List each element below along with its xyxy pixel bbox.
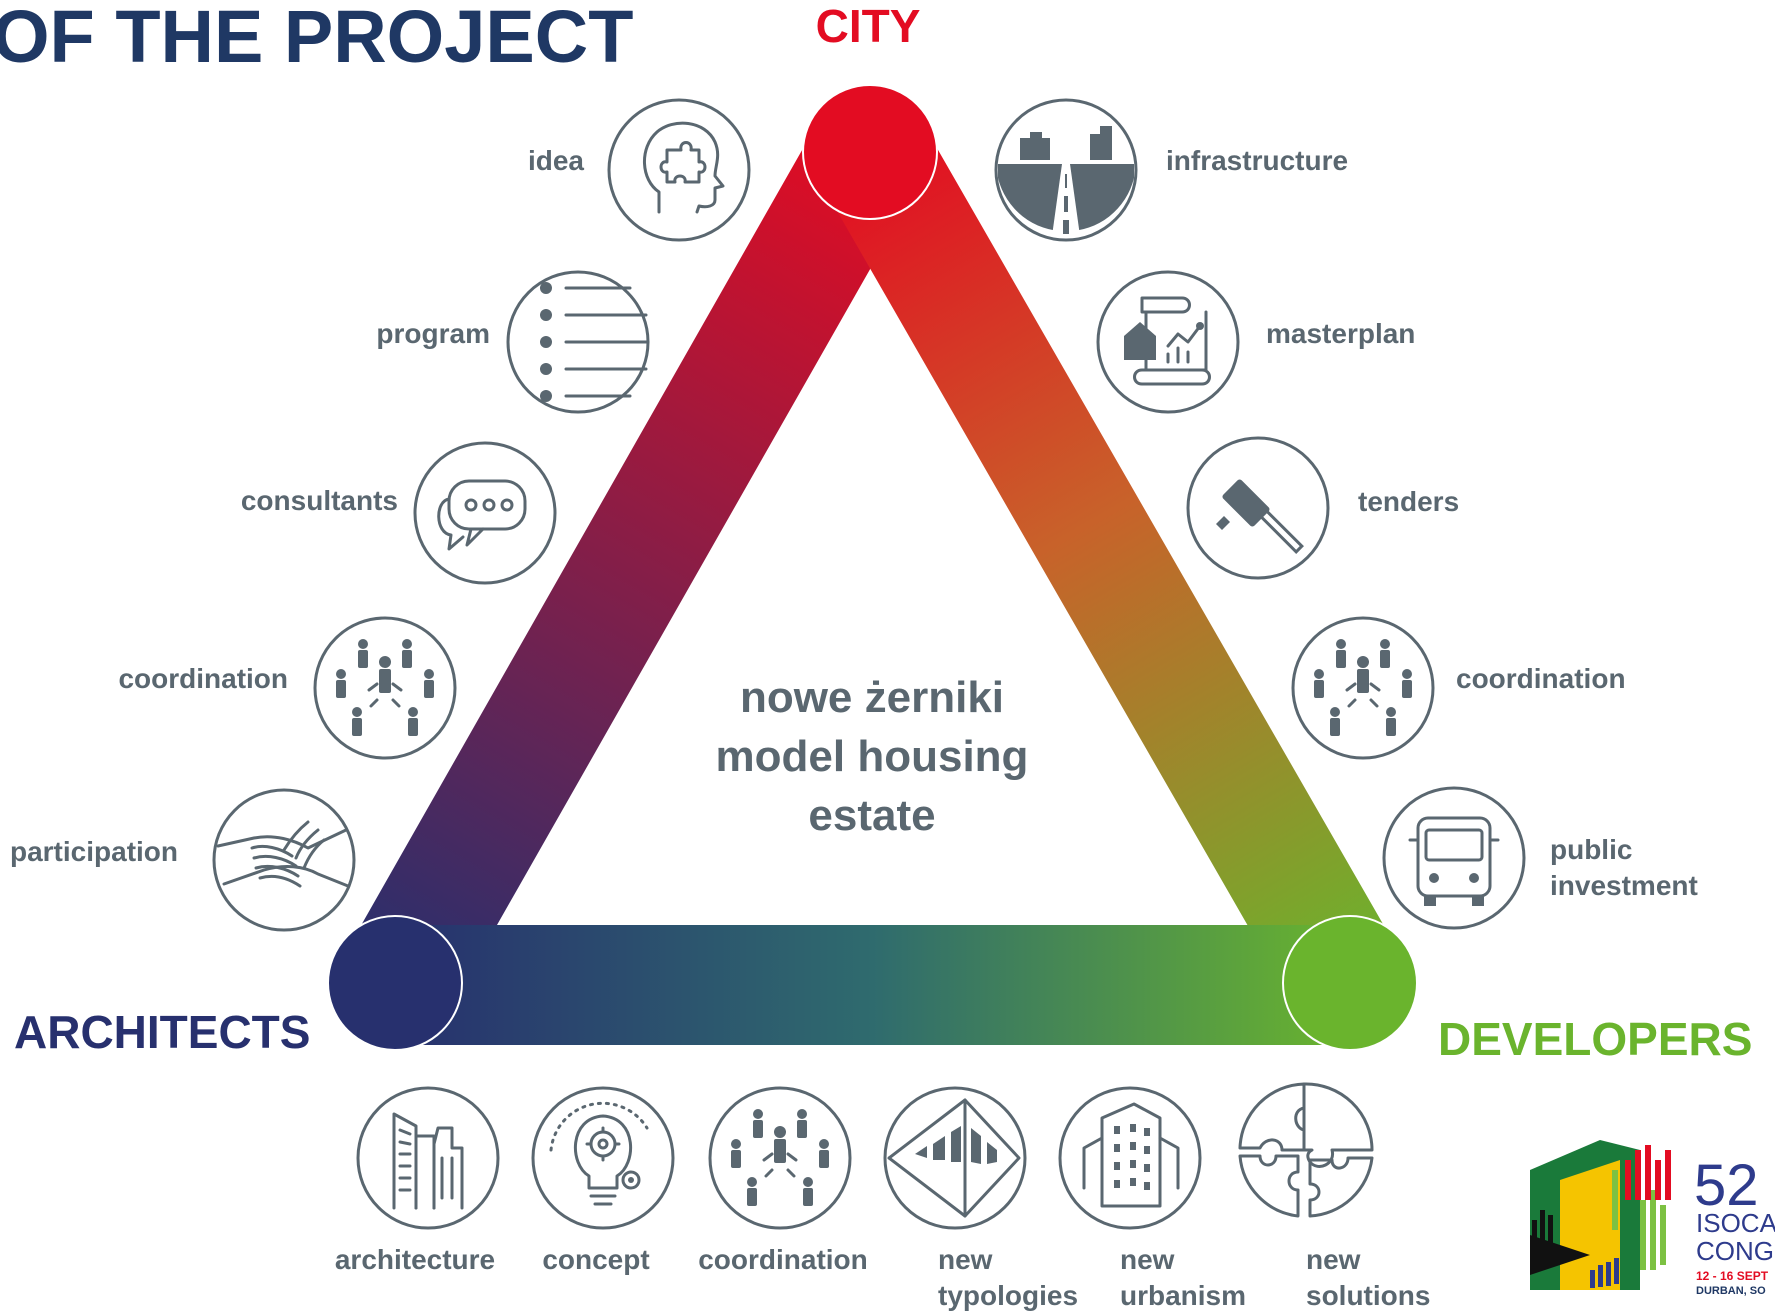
item-tenders: tenders [1186, 436, 1459, 580]
right-side-items: infrastructure masterplan [994, 98, 1698, 930]
center-line-3: estate [808, 791, 935, 840]
road-city-icon [994, 98, 1138, 242]
logo-skyline-graphic [1530, 1140, 1671, 1290]
label-coordination-right: coordination [1456, 663, 1626, 694]
label-new-urbanism-1: new [1120, 1244, 1175, 1275]
label-program: program [376, 318, 490, 349]
label-masterplan: masterplan [1266, 318, 1415, 349]
item-participation: participation [10, 788, 356, 932]
label-participation: participation [10, 836, 178, 867]
item-new-solutions: new solutions [1236, 1080, 1430, 1311]
node-architects [327, 915, 463, 1051]
item-new-typologies: new typologies [883, 1086, 1078, 1311]
label-new-typologies-2: typologies [938, 1280, 1078, 1311]
plan-chart-icon [1096, 270, 1240, 414]
label-investment: investment [1550, 870, 1698, 901]
people-network-icon [1291, 616, 1435, 760]
node-city [802, 84, 938, 220]
vertex-label-city: CITY [816, 0, 921, 52]
logo-place: DURBAN, SO [1696, 1285, 1766, 1297]
label-idea: idea [528, 145, 584, 176]
label-concept: concept [542, 1244, 649, 1275]
page-title: OF THE PROJECT [0, 0, 633, 78]
left-side-items: idea program consultants [10, 98, 751, 932]
bottom-items: architecture concept [335, 1080, 1430, 1311]
label-new-solutions-2: solutions [1306, 1280, 1430, 1311]
item-concept: concept [531, 1086, 675, 1275]
perspective-icon [883, 1086, 1027, 1230]
label-architecture: architecture [335, 1244, 495, 1275]
label-tenders: tenders [1358, 486, 1459, 517]
item-idea: idea [528, 98, 751, 242]
center-line-2: model housing [716, 732, 1029, 781]
vertex-label-developers: DEVELOPERS [1438, 1013, 1752, 1065]
node-developers [1282, 915, 1418, 1051]
gavel-icon [1186, 436, 1330, 580]
item-program: program [376, 270, 650, 414]
bus-icon [1382, 786, 1526, 930]
item-consultants: consultants [241, 441, 557, 585]
people-network-icon [708, 1086, 852, 1230]
head-puzzle-icon [607, 98, 751, 242]
label-new-solutions-1: new [1306, 1244, 1361, 1275]
buildings-icon [356, 1086, 500, 1230]
bullet-list-icon [506, 270, 650, 414]
item-masterplan: masterplan [1096, 270, 1415, 414]
triangle [327, 84, 1418, 1051]
vertex-label-architects: ARCHITECTS [14, 1006, 310, 1058]
item-new-urbanism: new urbanism [1058, 1086, 1246, 1311]
edge-city-developers [811, 91, 1409, 1044]
label-coordination-left: coordination [118, 663, 288, 694]
joined-hands-icon [212, 788, 356, 932]
center-line-1: nowe żerniki [740, 673, 1004, 722]
label-infrastructure: infrastructure [1166, 145, 1348, 176]
people-network-icon [313, 616, 457, 760]
logo-line-1: ISOCA [1696, 1208, 1775, 1238]
logo-dates: 12 - 16 SEPT [1696, 1269, 1769, 1283]
item-architecture: architecture [335, 1086, 500, 1275]
item-coordination-left: coordination [118, 616, 457, 760]
lightbulb-gear-icon [531, 1086, 675, 1230]
logo-number: 52 [1694, 1153, 1759, 1218]
edge-city-architects [336, 91, 929, 1044]
label-consultants: consultants [241, 485, 398, 516]
item-coordination-bottom: coordination [698, 1086, 868, 1275]
tower-icon [1058, 1086, 1202, 1230]
label-coordination-bottom: coordination [698, 1244, 868, 1275]
item-infrastructure: infrastructure [994, 98, 1348, 242]
puzzle-icon [1236, 1080, 1376, 1220]
item-public-investment: public investment [1382, 786, 1698, 930]
label-new-typologies-1: new [938, 1244, 993, 1275]
label-new-urbanism-2: urbanism [1120, 1280, 1246, 1311]
congress-logo: 52 ISOCA CONG 12 - 16 SEPT DURBAN, SO [1530, 1140, 1775, 1297]
item-coordination-right: coordination [1291, 616, 1626, 760]
label-public: public [1550, 834, 1632, 865]
logo-line-2: CONG [1696, 1236, 1774, 1266]
speech-bubbles-icon [413, 441, 557, 585]
center-text: nowe żerniki model housing estate [716, 673, 1029, 840]
